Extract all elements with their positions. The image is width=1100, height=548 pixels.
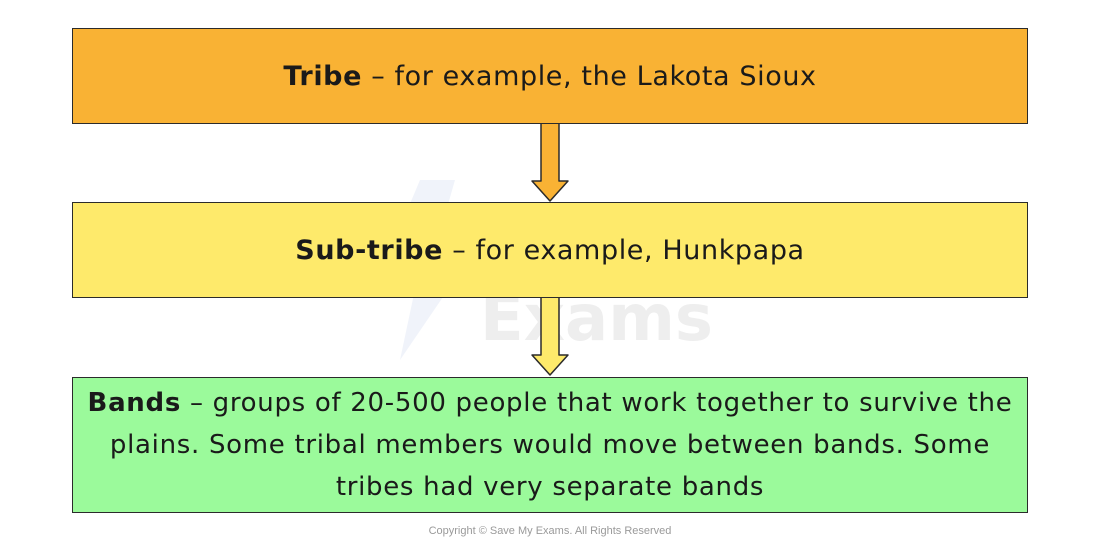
arrow-shape <box>531 296 569 376</box>
node-subtribe-title: Sub-tribe <box>295 234 444 266</box>
copyright-notice: Copyright © Save My Exams. All Rights Re… <box>428 525 672 537</box>
arrow-shape <box>531 122 569 202</box>
node-tribe-text: – for example, the Lakota Sioux <box>371 60 817 92</box>
node-subtribe-text: – for example, Hunkpapa <box>452 234 805 266</box>
node-tribe-label: Tribe – for example, the Lakota Sioux <box>283 61 816 92</box>
node-tribe-title: Tribe <box>283 60 363 92</box>
node-bands-label: Bands – groups of 20-500 people that wor… <box>87 382 1013 508</box>
node-subtribe: Sub-tribe – for example, Hunkpapa <box>72 202 1028 298</box>
node-subtribe-label: Sub-tribe – for example, Hunkpapa <box>295 235 804 266</box>
arrow-tribe-to-subtribe <box>531 122 569 202</box>
node-bands-text: – groups of 20-500 people that work toge… <box>109 388 1013 502</box>
node-bands-title: Bands <box>87 388 182 418</box>
node-tribe: Tribe – for example, the Lakota Sioux <box>72 28 1028 124</box>
arrow-subtribe-to-bands <box>531 296 569 376</box>
node-bands: Bands – groups of 20-500 people that wor… <box>72 377 1028 513</box>
